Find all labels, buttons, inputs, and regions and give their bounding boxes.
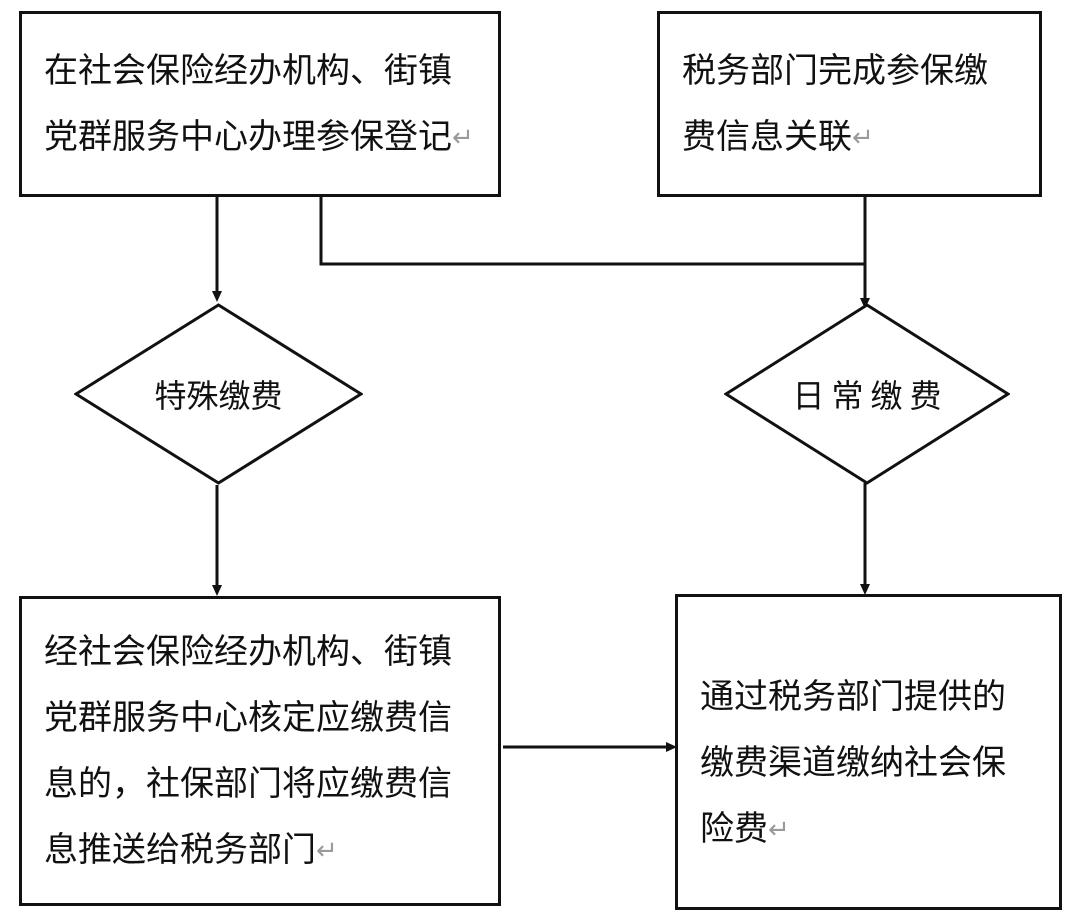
node-push-info[interactable]: 经社会保险经办机构、街镇 党群服务中心核定应缴费信 息的，社保部门将应缴费信 息… <box>19 596 501 906</box>
return-mark-icon: ↵ <box>452 122 474 152</box>
node-tax-link-text: 税务部门完成参保缴 费信息关联↵ <box>682 52 988 156</box>
node-daily-payment-label: 日常缴费 <box>792 378 949 414</box>
node-pay-channel[interactable]: 通过税务部门提供的 缴费渠道缴纳社会保 险费↵ <box>675 594 1062 910</box>
node-pay-channel-text: 通过税务部门提供的 缴费渠道缴纳社会保 险费↵ <box>700 678 1006 848</box>
return-mark-icon: ↵ <box>768 814 790 844</box>
return-mark-icon: ↵ <box>852 122 874 152</box>
node-register[interactable]: 在社会保险经办机构、街镇 党群服务中心办理参保登记↵ <box>19 11 501 197</box>
node-register-text: 在社会保险经办机构、街镇 党群服务中心办理参保登记↵ <box>44 52 474 156</box>
diamond-shape-special <box>74 303 363 485</box>
node-special-payment-label: 特殊缴费 <box>154 378 283 414</box>
diamond-shape-daily <box>724 303 1010 485</box>
node-tax-link[interactable]: 税务部门完成参保缴 费信息关联↵ <box>657 11 1042 197</box>
edge-register-to-daily <box>319 196 865 266</box>
return-mark-icon: ↵ <box>316 835 338 865</box>
node-push-info-text: 经社会保险经办机构、街镇 党群服务中心核定应缴费信 息的，社保部门将应缴费信 息… <box>44 633 452 869</box>
node-daily-payment[interactable]: 日常缴费 <box>724 303 1010 485</box>
node-special-payment[interactable]: 特殊缴费 <box>74 303 363 485</box>
